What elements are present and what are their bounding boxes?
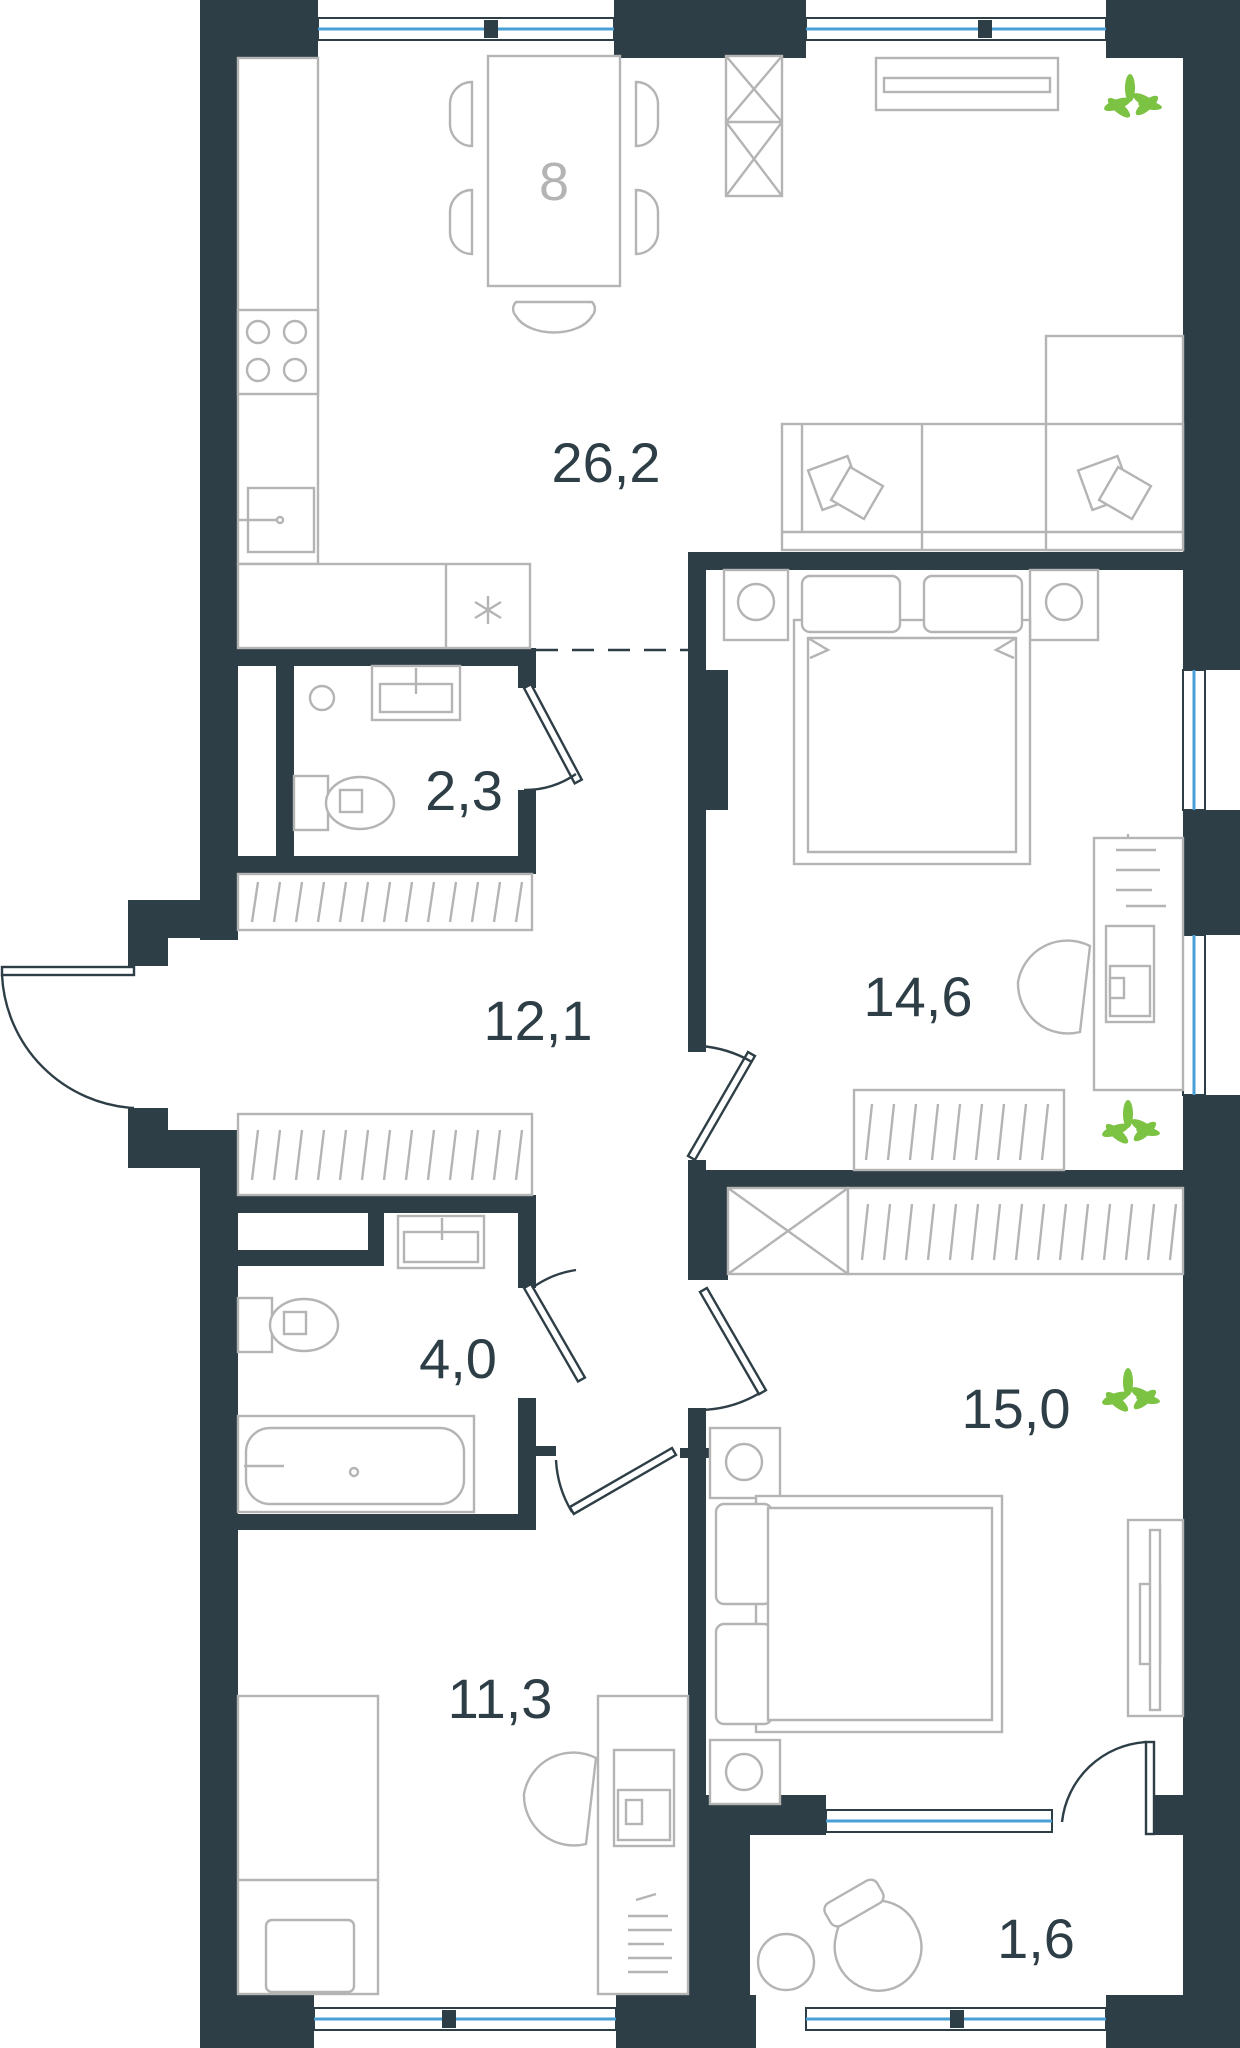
office-chair: [1016, 939, 1092, 1035]
area-bedroom-3: 11,3: [448, 1667, 553, 1730]
window-bottom-right: [805, 2007, 1107, 2031]
area-wc: 2,3: [425, 759, 503, 822]
plant-icon: [1104, 74, 1162, 118]
area-hall: 12,1: [484, 989, 593, 1052]
plant-icon: [1102, 1100, 1160, 1144]
windows: [313, 17, 1206, 2031]
shelving-unit: [724, 54, 784, 198]
chair: [448, 80, 474, 148]
chair: [634, 188, 660, 256]
window-right-bedroom-1b: [1182, 934, 1206, 1096]
fridge-snowflake-icon: [474, 596, 502, 624]
window-top-left: [317, 17, 615, 41]
plant-icon: [1102, 1368, 1160, 1412]
bedroom-1-furniture: [722, 568, 1185, 1172]
wc-fixtures: [292, 664, 462, 832]
area-bedroom-2: 15,0: [962, 1377, 1071, 1440]
doors: [522, 682, 1156, 1836]
bedroom-3-furniture: [236, 1694, 690, 1996]
bedroom-2-furniture: [708, 1186, 1185, 1806]
window-right-bedroom-1: [1182, 669, 1206, 811]
walls: [128, 0, 1240, 2048]
area-balcony: 1,6: [997, 1907, 1075, 1970]
kitchen-unit: [236, 56, 532, 650]
chair: [448, 188, 474, 256]
area-bedroom-1: 14,6: [864, 965, 973, 1028]
wardrobe: [236, 872, 534, 932]
bathroom-fixtures: [236, 1214, 486, 1514]
bedroom-2-door[interactable]: [698, 1286, 768, 1412]
entrance-door[interactable]: [0, 965, 136, 1110]
chair: [634, 80, 660, 148]
wc-door[interactable]: [522, 682, 584, 792]
chair: [511, 300, 597, 334]
tv-unit: [874, 56, 1060, 112]
balcony-door[interactable]: [1060, 1740, 1156, 1836]
bedroom-1-door[interactable]: [686, 1044, 757, 1162]
window-top-right: [805, 17, 1107, 41]
dining-seats-label: 8: [539, 152, 569, 212]
bathroom-door-2[interactable]: [554, 1446, 678, 1516]
window-bottom-left: [313, 2007, 617, 2031]
wardrobe: [236, 1112, 534, 1197]
balcony-furniture: [756, 1878, 923, 1992]
dining-table: 8: [448, 54, 660, 334]
area-kitchen-living: 26,2: [552, 431, 661, 494]
area-labels: 26,2 2,3 12,1 14,6 4,0 15,0 11,3 1,6: [419, 431, 1075, 1970]
hangers: [250, 881, 524, 923]
area-bathroom: 4,0: [419, 1327, 497, 1390]
window-balcony-inner: [825, 1809, 1053, 1833]
office-chair: [522, 1751, 598, 1847]
bathroom-door[interactable]: [522, 1268, 587, 1384]
sofa: [780, 334, 1185, 552]
